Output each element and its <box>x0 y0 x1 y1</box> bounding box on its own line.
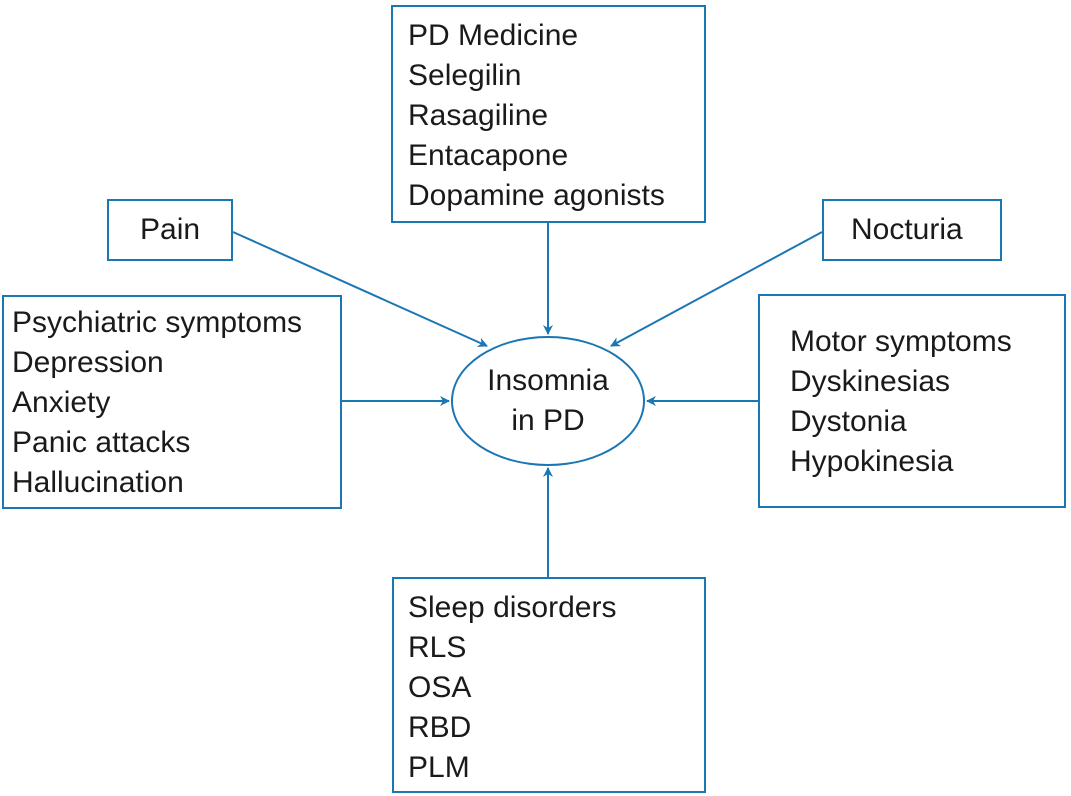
box-item: Anxiety <box>12 386 111 419</box>
box-item: Entacapone <box>408 139 569 172</box>
motor-symptoms-box: Motor symptoms Dyskinesias Dystonia Hypo… <box>758 294 1066 508</box>
box-heading: Psychiatric symptoms <box>12 306 303 339</box>
box-item: Depression <box>12 346 164 379</box>
box-heading: Sleep disorders <box>408 591 617 624</box>
box-item: RBD <box>408 711 472 744</box>
box-item: Rasagiline <box>408 99 549 132</box>
center-label-line: in PD <box>511 404 585 437</box>
box-item: Dopamine agonists <box>408 179 665 212</box>
box-item: Dystonia <box>790 405 907 438</box>
box-item: PLM <box>408 751 470 784</box>
sleep-disorders-box: Sleep disorders RLS OSA RBD PLM <box>392 577 706 793</box>
nocturia-box: Nocturia <box>822 199 1002 261</box>
insomnia-in-pd-node: Insomnia in PD <box>451 336 645 466</box>
pain-box: Pain <box>107 199 233 261</box>
box-item: Selegilin <box>408 59 522 92</box>
psychiatric-symptoms-box: Psychiatric symptoms Depression Anxiety … <box>2 295 342 509</box>
box-heading: Pain <box>140 213 201 246</box>
box-item: Hallucination <box>12 466 184 499</box>
box-heading: Motor symptoms <box>790 325 1012 358</box>
box-item: RLS <box>408 631 467 664</box>
box-item: Panic attacks <box>12 426 191 459</box>
box-item: Dyskinesias <box>790 365 951 398</box>
box-heading: Nocturia <box>851 213 963 246</box>
box-item: OSA <box>408 671 472 704</box>
box-item: Hypokinesia <box>790 445 954 478</box>
center-label-line: Insomnia <box>487 364 609 397</box>
box-heading: PD Medicine <box>408 19 579 52</box>
pd-medicine-box: PD Medicine Selegilin Rasagiline Entacap… <box>391 5 706 223</box>
